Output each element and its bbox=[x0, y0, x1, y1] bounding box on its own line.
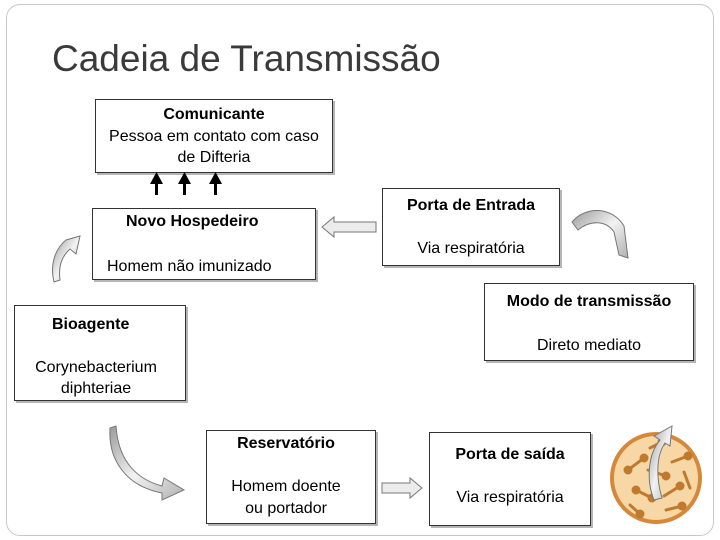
reservatorio-line1: Homem doente bbox=[231, 478, 341, 495]
comunicante-box bbox=[95, 99, 333, 173]
curved-arrow-icon bbox=[571, 209, 629, 259]
porta-entrada-heading: Porta de Entrada bbox=[406, 197, 536, 214]
bioagente-line1: Corynebacterium bbox=[35, 359, 157, 376]
reservatorio-heading: Reservatório bbox=[237, 435, 335, 452]
porta-saida-heading: Porta de saída bbox=[455, 446, 565, 463]
modo-transmissao-heading: Modo de transmissão bbox=[506, 293, 672, 310]
bioagente-line2: diphteriae bbox=[60, 380, 132, 397]
block-arrow-icon bbox=[321, 215, 377, 239]
curved-arrow-icon bbox=[648, 425, 673, 501]
curved-arrow-icon bbox=[52, 235, 81, 283]
modo-transmissao-box bbox=[484, 283, 694, 361]
porta-saida-value: Via respiratória bbox=[456, 489, 564, 506]
porta-entrada-value: Via respiratória bbox=[417, 240, 525, 257]
up-arrow-icon bbox=[150, 172, 163, 195]
comunicante-line2: de Difteria bbox=[177, 149, 251, 166]
up-arrow-icon bbox=[178, 172, 191, 195]
porta-entrada-box bbox=[382, 188, 560, 266]
porta-saida-box bbox=[429, 432, 591, 526]
bioagente-box bbox=[14, 305, 186, 401]
reservatorio-box bbox=[206, 430, 376, 524]
reservatorio-line2: ou portador bbox=[245, 500, 327, 517]
modo-transmissao-value: Direto mediato bbox=[536, 337, 642, 354]
curved-arrow-icon bbox=[109, 425, 186, 501]
page-title: Cadeia de Transmissão bbox=[52, 38, 441, 79]
comunicante-heading: Comunicante bbox=[163, 106, 265, 123]
block-arrow-icon bbox=[381, 476, 423, 500]
novo-hospedeiro-heading: Novo Hospedeiro bbox=[126, 213, 259, 230]
novo-hospedeiro-box bbox=[92, 208, 316, 280]
up-arrow-icon bbox=[209, 172, 222, 195]
novo-hospedeiro-value: Homem não imunizado bbox=[107, 258, 272, 275]
bioagente-heading: Bioagente bbox=[52, 316, 130, 333]
comunicante-line1: Pessoa em contato com caso bbox=[109, 128, 319, 145]
